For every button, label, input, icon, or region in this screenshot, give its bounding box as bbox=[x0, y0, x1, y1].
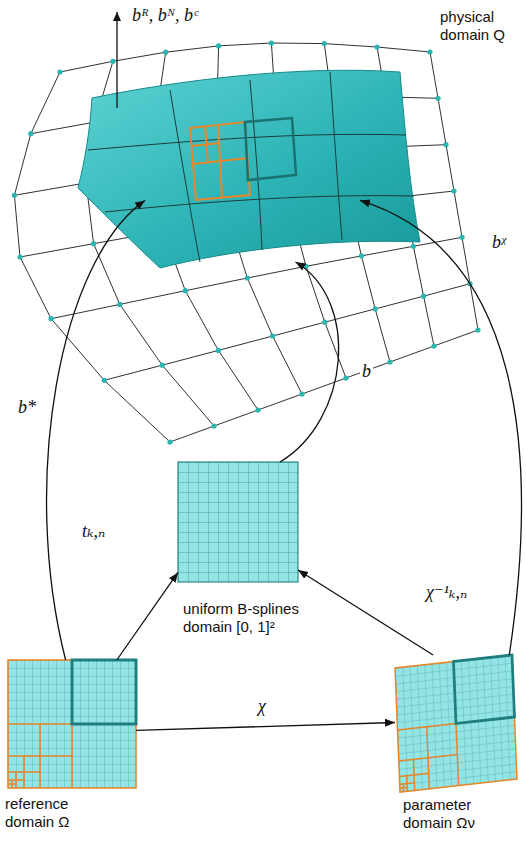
spline-surface bbox=[78, 70, 420, 268]
map-label-holder: bᵡ bbox=[490, 233, 508, 253]
control-point bbox=[117, 302, 122, 307]
control-point bbox=[459, 235, 464, 240]
parameter-mesh bbox=[395, 655, 517, 792]
control-point bbox=[216, 43, 221, 48]
control-point bbox=[269, 40, 274, 45]
domain-label: parameter domain Ων bbox=[403, 796, 503, 831]
control-point bbox=[183, 288, 188, 293]
control-point bbox=[163, 50, 168, 55]
control-net bbox=[12, 40, 481, 444]
control-point bbox=[216, 348, 221, 353]
control-point bbox=[322, 320, 327, 325]
map-arrow bbox=[280, 262, 339, 462]
control-point bbox=[167, 439, 172, 444]
control-point bbox=[91, 241, 96, 246]
uniform-grid bbox=[178, 462, 298, 582]
control-point bbox=[17, 254, 22, 259]
control-point bbox=[435, 96, 440, 101]
control-point bbox=[28, 131, 33, 136]
control-point bbox=[359, 253, 364, 258]
map-label-holder: χ bbox=[256, 697, 268, 717]
control-point bbox=[443, 142, 448, 147]
control-point bbox=[245, 275, 250, 280]
control-point bbox=[431, 343, 436, 348]
control-point bbox=[322, 41, 327, 46]
control-point bbox=[270, 333, 275, 338]
normal-arrow bbox=[116, 12, 117, 108]
net-lines bbox=[14, 43, 478, 442]
map-arrow bbox=[47, 200, 145, 660]
map-label-holder: b bbox=[360, 362, 373, 382]
map-label: χ bbox=[256, 697, 268, 717]
map-label-holder: χ⁻¹ₖ,ₙ bbox=[424, 583, 469, 603]
map-label: bᵡ bbox=[490, 233, 508, 253]
control-point bbox=[57, 69, 62, 74]
map-label-holder: b* bbox=[16, 398, 38, 418]
knot-lines bbox=[88, 72, 414, 262]
control-point bbox=[451, 188, 456, 193]
map-arrow bbox=[298, 570, 433, 655]
control-point bbox=[49, 316, 54, 321]
domain-label: physical domain Q bbox=[440, 8, 520, 43]
domain-region: uniform B-splines domain [0, 1]² bbox=[178, 462, 298, 582]
map-label: tₖ,ₙ bbox=[80, 522, 107, 542]
map-arrow bbox=[136, 723, 395, 731]
domain-region: parameter domain Ων bbox=[395, 655, 522, 790]
domain-label: uniform B-splines domain [0, 1]² bbox=[183, 600, 333, 635]
reference-mesh bbox=[8, 660, 136, 788]
map-label: b* bbox=[16, 398, 38, 418]
basis-label-holder: bᴿ, bᴺ, bᶜ bbox=[130, 6, 200, 26]
control-point bbox=[387, 359, 392, 364]
refined-cells bbox=[190, 122, 250, 200]
map-label-holder: tₖ,ₙ bbox=[80, 522, 107, 542]
control-point bbox=[160, 363, 165, 368]
control-point bbox=[421, 294, 426, 299]
domain-region: physical domain Q bbox=[145, 150, 360, 262]
highlighted-cell bbox=[245, 118, 296, 180]
control-point bbox=[427, 49, 432, 54]
map-label: b bbox=[360, 362, 373, 382]
control-point bbox=[343, 375, 348, 380]
map-label: χ⁻¹ₖ,ₙ bbox=[424, 583, 469, 603]
control-point bbox=[375, 44, 380, 49]
basis-label: bᴿ, bᴺ, bᶜ bbox=[130, 6, 200, 26]
control-point bbox=[373, 306, 378, 311]
control-point bbox=[110, 59, 115, 64]
control-point bbox=[299, 391, 304, 396]
control-point bbox=[411, 244, 416, 249]
domain-label: reference domain Ω bbox=[5, 795, 105, 830]
control-point bbox=[475, 327, 480, 332]
control-point bbox=[12, 193, 17, 198]
control-point bbox=[255, 407, 260, 412]
map-arrow bbox=[117, 572, 178, 660]
domain-region: reference domain Ω bbox=[8, 660, 136, 788]
control-point bbox=[102, 378, 107, 383]
control-point bbox=[211, 423, 216, 428]
map-arrow bbox=[360, 200, 521, 655]
